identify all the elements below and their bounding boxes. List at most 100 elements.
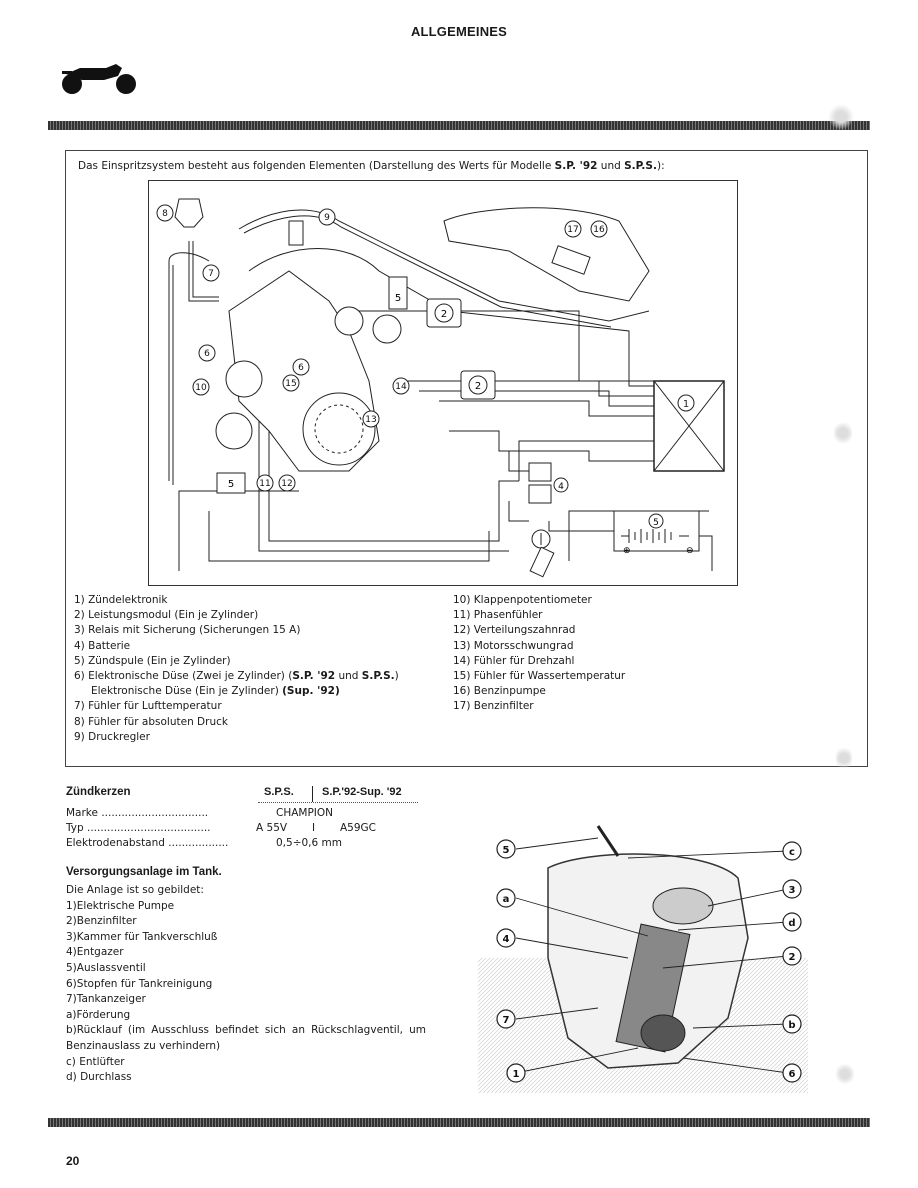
legend-item: 16) Benzinpumpe	[453, 685, 546, 698]
photo-label-c: c	[789, 847, 795, 858]
tank-item: d) Durchlass	[66, 1071, 132, 1084]
tank-return-text: b)Rücklauf (im Ausschluss befindet sich …	[66, 1024, 426, 1052]
legend-item: 14) Fühler für Drehzahl	[453, 654, 575, 667]
page-header-title: ALLGEMEINES	[410, 24, 508, 39]
svg-text:1: 1	[683, 399, 689, 410]
callout-7: 7	[208, 269, 214, 279]
legend-item: 7) Fühler für Lufttemperatur	[74, 700, 222, 713]
callout-11: 11	[259, 479, 270, 489]
fuel-tank-illustration: 5 c a 3 d 4 2 7 b 1 6	[478, 825, 808, 1093]
spec-gap-label: Elektrodenabstand ..................	[66, 837, 229, 849]
spec-typ-a: A 55V	[256, 822, 288, 834]
legend-left: 1) Zündelektronik 2) Leistungsmodul (Ein…	[74, 593, 399, 745]
callout-14: 14	[395, 382, 407, 392]
callout-6b: 6	[298, 363, 304, 373]
legend-close: )	[394, 670, 399, 683]
intro-model-b: S.P.S.	[624, 160, 657, 172]
intro-and: und	[597, 160, 625, 172]
tank-item: 7)Tankanzeiger	[66, 993, 146, 1006]
legend-item: 15) Fühler für Wassertemperatur	[453, 670, 626, 683]
spec-typ-label: Typ ....................................…	[66, 822, 211, 834]
spec-typ-b: A59GC	[340, 822, 377, 834]
spec-underline	[258, 802, 418, 803]
legend-item: 11) Phasenfühler	[453, 609, 543, 622]
legend-item-6a-text: 6) Elektronische Düse (Zwei je Zylinder)	[74, 670, 289, 683]
page-number: 20	[66, 1154, 80, 1168]
photo-label-3: 3	[789, 885, 796, 896]
callout-5a: 5	[395, 293, 401, 304]
photo-label-b: b	[788, 1020, 795, 1031]
legend-item: 10) Klappenpotentiometer	[453, 594, 592, 606]
legend-item: 1) Zündelektronik	[74, 594, 168, 606]
tank-item: 5)Auslassventil	[66, 961, 146, 974]
legend-item: 3) Relais mit Sicherung (Sicherungen 15 …	[74, 624, 301, 637]
tank-section-body: Die Anlage ist so gebildet: 1)Elektrisch…	[66, 883, 426, 1086]
spec-col-sp92: S.P.'92-Sup. '92	[322, 786, 402, 798]
callout-16: 16	[593, 225, 605, 235]
motorcycle-logo-icon	[62, 64, 136, 94]
photo-label-6: 6	[789, 1069, 796, 1080]
callout-4: 5	[653, 518, 659, 528]
battery-minus-icon: ⊖	[686, 546, 694, 556]
spec-marke-label: Marke ................................	[66, 807, 209, 819]
spec-col-sps: S.P.S.	[264, 786, 294, 798]
tank-item: 2)Benzinfilter	[66, 915, 137, 928]
intro-model-a: S.P. '92	[554, 160, 598, 172]
photo-label-d: d	[788, 918, 795, 929]
intro-text: Das Einspritzsystem besteht aus folgende…	[78, 160, 665, 172]
tank-section-title: Versorgungsanlage im Tank.	[66, 866, 222, 878]
spec-marke-value: CHAMPION	[276, 807, 334, 819]
injection-system-diagram: 1 4 5 ⊕ ⊖ 2 2 5 5	[148, 180, 738, 586]
legend-item: 17) Benzinfilter	[453, 700, 534, 713]
legend-right: 10) Klappenpotentiometer 11) Phasenfühle…	[453, 593, 625, 715]
tank-item: 1)Elektrische Pumpe	[66, 899, 175, 912]
callout-2a: 2	[441, 309, 447, 320]
ecu-box: 1	[653, 380, 725, 472]
legend-item: 9) Druckregler	[74, 730, 150, 743]
tank-item: 4)Entgazer	[66, 946, 124, 959]
callout-6a: 6	[204, 349, 210, 359]
legend-model-c: (Sup. '92)	[282, 685, 340, 698]
tank-item: 3)Kammer für Tankverschluß	[66, 930, 218, 943]
legend-item: 8) Fühler für absoluten Druck	[74, 715, 228, 728]
tank-item: a)Förderung	[66, 1008, 131, 1021]
spec-typ-separator: I	[312, 822, 316, 834]
scan-speck	[828, 104, 854, 130]
photo-label-4: 4	[503, 934, 510, 945]
callout-12: 12	[281, 479, 292, 489]
legend-model-b: S.P.S.	[361, 670, 395, 683]
legend-item: 12) Verteilungszahnrad	[453, 624, 576, 637]
bottom-decorative-rule	[48, 1118, 870, 1127]
legend-item-6b-text: Elektronische Düse (Ein je Zylinder)	[91, 685, 283, 698]
scan-speck	[836, 745, 852, 771]
tank-item: 6)Stopfen für Tankreinigung	[66, 977, 213, 990]
photo-label-1: 1	[513, 1069, 520, 1080]
legend-item: 4) Batterie	[74, 639, 131, 652]
photo-label-7: 7	[503, 1015, 510, 1026]
legend-and: und	[335, 670, 362, 683]
scan-speck	[836, 1062, 854, 1086]
spec-gap-value: 0,5÷0,6 mm	[276, 837, 342, 849]
intro-text-end: ):	[656, 160, 665, 172]
photo-label-a: a	[503, 894, 510, 905]
callout-8: 8	[162, 209, 168, 219]
callout-5b: 5	[228, 479, 234, 490]
photo-label-5: 5	[503, 845, 510, 856]
spec-column-separator	[312, 786, 313, 802]
callout-2b: 2	[475, 381, 481, 392]
legend-item: 2) Leistungsmodul (Ein je Zylinder)	[74, 609, 259, 622]
scan-speck	[834, 420, 852, 446]
legend-item-6b: Elektronische Düse (Ein je Zylinder) (Su…	[74, 684, 399, 699]
callout-9: 9	[324, 213, 330, 223]
top-decorative-rule	[48, 121, 870, 130]
callout-10: 10	[195, 383, 207, 393]
legend-item: 5) Zündspule (Ein je Zylinder)	[74, 654, 231, 667]
tank-item: c) Entlüfter	[66, 1055, 125, 1068]
callout-3: 4	[558, 482, 564, 492]
callout-15: 15	[285, 379, 296, 389]
legend-item: 13) Motorsschwungrad	[453, 639, 574, 652]
legend-model-a: S.P. '92	[292, 670, 336, 683]
intro-text-start: Das Einspritzsystem besteht aus folgende…	[78, 160, 555, 172]
callout-17: 17	[567, 225, 578, 235]
spark-plugs-title: Zündkerzen	[66, 786, 131, 798]
